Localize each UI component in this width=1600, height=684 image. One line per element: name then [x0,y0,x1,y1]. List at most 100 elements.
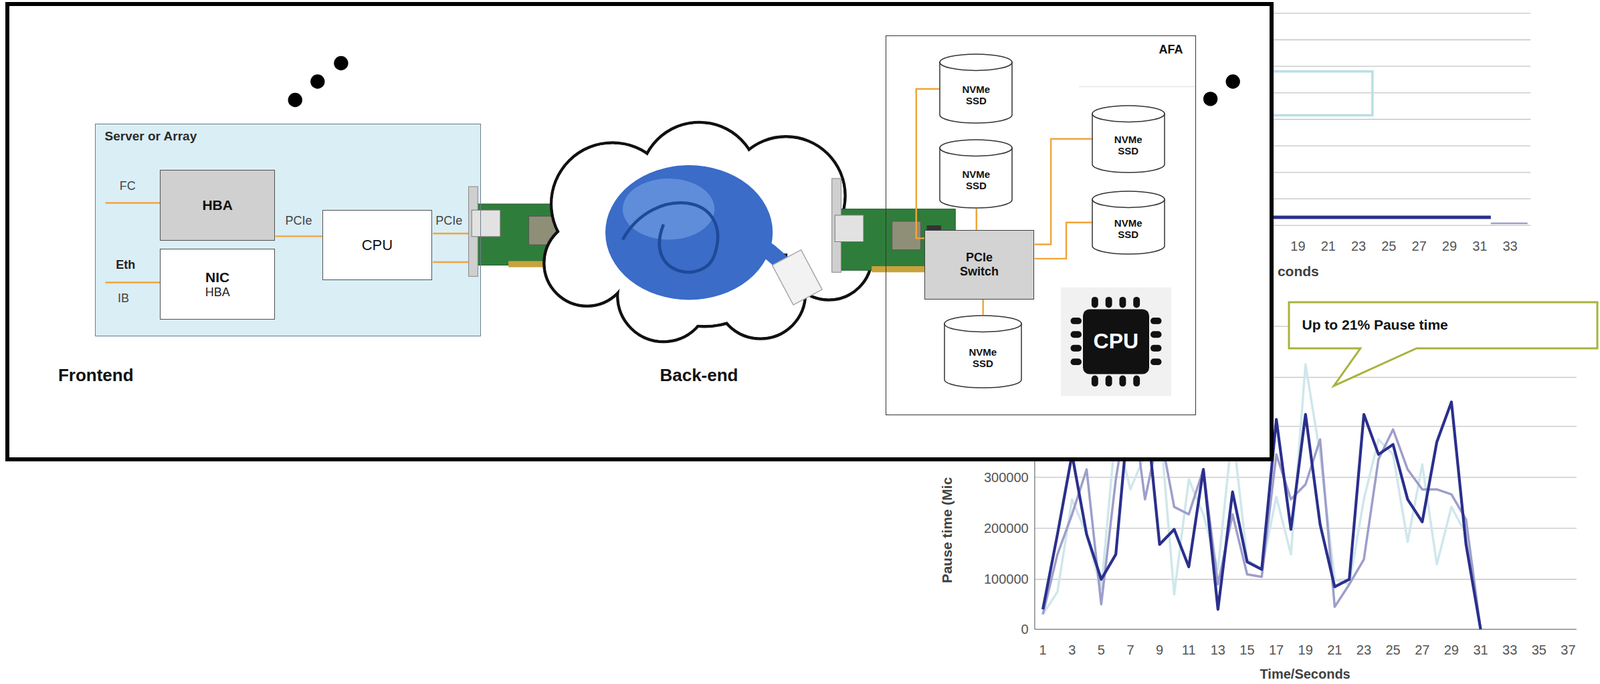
bus-label: PCIe [435,214,463,229]
knotted-cable [605,165,823,306]
gridline [1265,12,1532,14]
axis-tick-label: 25 [1385,642,1401,658]
legend-frame [1265,71,1373,116]
bar-line [1490,222,1528,225]
ssd-label: NVMe SSD [953,83,1000,108]
axis-tick-label: 17 [1268,642,1284,658]
ellipsis-dot [1225,74,1240,89]
ssd-label: NVMe SSD [1105,133,1152,158]
bus-wire [915,88,940,239]
ssd-cylinder: NVMe SSD [1091,190,1166,255]
axis-tick-label: 29 [1444,642,1459,658]
bus-wire [274,235,322,237]
bar-line [1265,215,1491,219]
gridline [1265,92,1532,93]
axis-tick-label: 5 [1097,642,1106,658]
box-label: NIC [205,269,230,286]
axis-tick-label: 33 [1502,238,1518,254]
ssd-cylinder: NVMe SSD [943,315,1023,389]
axis-tick-label: 3 [1068,642,1076,658]
gridline [1265,171,1532,173]
box-label: CPU [361,236,393,254]
axis-tick-label: 23 [1351,238,1366,254]
ssd-label: NVMe SSD [953,168,1000,192]
gridline [1265,39,1532,41]
axis-tick-label: 200000 [983,521,1029,536]
ssd-cylinder: NVMe SSD [939,53,1013,124]
gridline [1034,528,1577,530]
axis-tick-label: 19 [1290,238,1306,254]
bus-wire [1034,222,1091,259]
switch-box: PCIe Switch [924,230,1035,300]
ellipsis-dot [1203,91,1218,106]
gridline [1265,198,1532,200]
port-label: IB [117,292,130,306]
port-label: Eth [115,258,136,273]
axis-title: Time/Seconds [1260,666,1351,682]
axis-tick-label: 29 [1442,238,1457,254]
bus-wire [975,208,977,231]
axis-title: Pause time (Mic [939,477,955,584]
section-label: Frontend [58,365,134,386]
ellipsis-dot [310,74,325,89]
wire [105,202,160,204]
wire [105,281,160,283]
ssd-label: NVMe SSD [959,346,1007,370]
cpu-chip: CPU [1060,287,1172,396]
gridline [1034,579,1577,580]
box-label: HBA [205,285,231,300]
x-axis [1034,628,1577,631]
diagram-panel: FCEthIBPCIeFrontendBack-endHBANICHBACPUS… [5,2,1274,461]
axis-tick-label: 21 [1327,642,1342,658]
axis-tick-label: 35 [1531,642,1547,658]
ssd-cylinder: NVMe SSD [1091,105,1166,174]
axis-tick-label: 19 [1298,642,1314,658]
ellipsis-dot [333,56,348,71]
group-title: AFA [1159,42,1184,57]
axis-tick-label: 7 [1126,642,1134,658]
axis-tick-label: 31 [1472,238,1487,254]
axis-tick-label: 0 [1021,622,1029,637]
chip-label: CPU [1093,329,1140,354]
ssd-label: NVMe SSD [1105,217,1152,241]
hba-box: HBA [159,169,275,241]
axis-tick-label: 33 [1502,642,1518,658]
axis-tick-label: 15 [1239,642,1255,658]
callout-box: Up to 21% Pause time [1288,302,1598,349]
section-label: Back-end [659,365,738,386]
axis-tick-label: 21 [1321,238,1336,254]
network-cloud [543,122,872,342]
axis-tick-label: 300000 [983,470,1029,485]
group-fill [94,123,481,338]
axis-tick-label: 31 [1472,642,1488,658]
axis-tick-label: 25 [1381,238,1396,254]
bus-wire [1034,139,1091,245]
axis-tick-label: 11 [1181,642,1196,658]
axis-tick-label: 9 [1155,642,1164,658]
box-label: HBA [202,197,233,214]
ellipsis-dot [287,92,302,108]
gridline [1265,145,1532,146]
group-box: HBANICHBACPUServer or Array [94,123,481,338]
axis-tick-label: 37 [1560,642,1576,658]
axis-tick-label: 27 [1412,238,1427,254]
gridline [1265,119,1532,120]
group-title: Server or Array [105,129,198,144]
cpu-box: CPU [322,210,433,281]
bus-label: PCIe [284,214,312,229]
divider-line [1078,86,1196,87]
gridline [1265,66,1532,67]
port-label: FC [119,179,136,194]
box-label: PCIe Switch [947,250,1012,279]
nic-box: NICHBA [159,248,275,321]
bus-wire [981,299,984,316]
axis-tick-label: 100000 [983,571,1029,587]
axis-tick-label: 23 [1356,642,1372,658]
axis-title: conds [1277,263,1320,279]
axis-tick-label: 13 [1210,642,1226,658]
callout-text: Up to 21% Pause time [1302,317,1449,334]
axis-tick-label: 1 [1039,642,1047,658]
gridline [1265,224,1532,226]
axis-tick-label: 27 [1414,642,1430,658]
